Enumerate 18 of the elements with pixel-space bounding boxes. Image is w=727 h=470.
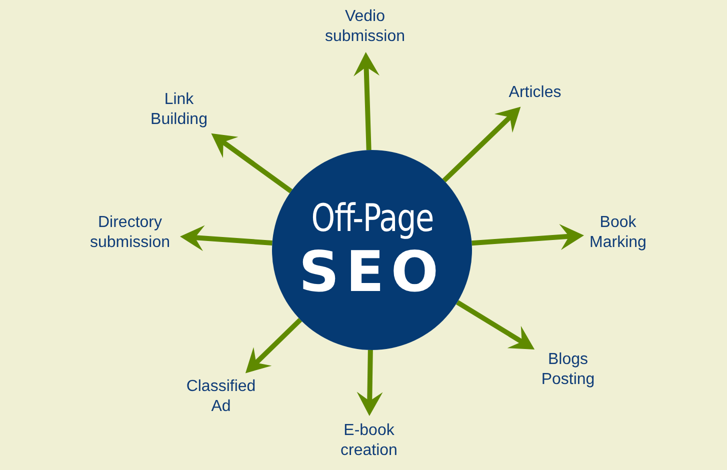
- node-label: Classified Ad: [176, 376, 266, 418]
- node-label: Articles: [503, 82, 567, 104]
- arrow: [442, 106, 521, 182]
- arrow: [472, 224, 584, 250]
- node-label: Book Marking: [588, 212, 648, 254]
- arrow: [456, 300, 535, 350]
- node-label: E-book creation: [328, 420, 410, 462]
- arrow: [356, 350, 383, 416]
- arrow: [211, 133, 293, 194]
- arrow: [180, 225, 272, 252]
- node-label: Vedio submission: [318, 6, 412, 48]
- node-label: Directory submission: [84, 212, 176, 254]
- subtitle-text: SEO: [298, 245, 446, 301]
- arrow: [245, 318, 302, 374]
- arrow: [354, 52, 380, 150]
- node-label: Blogs Posting: [538, 349, 598, 391]
- node-label: Link Building: [146, 89, 212, 131]
- title-text: Off-Page: [310, 199, 434, 237]
